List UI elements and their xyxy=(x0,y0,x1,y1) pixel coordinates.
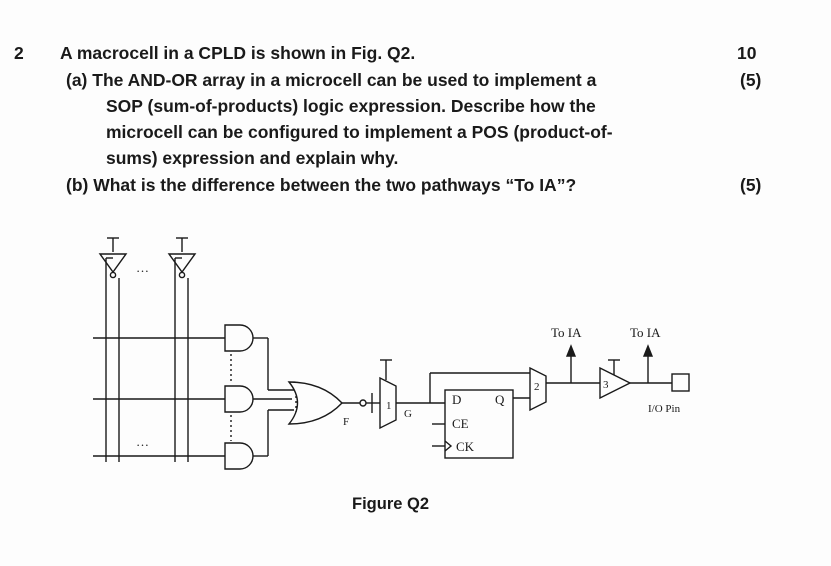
and-gate-3 xyxy=(224,442,254,470)
mux-2 xyxy=(529,366,600,412)
total-marks: 10 xyxy=(737,43,757,63)
output-buffer xyxy=(599,359,672,400)
to-ia-label-1: To IA xyxy=(551,325,582,340)
buffer-label: 3 xyxy=(603,379,609,391)
and-gate-2 xyxy=(224,385,292,413)
or-output-label: F xyxy=(343,416,349,428)
mux-1-label: 1 xyxy=(386,400,392,412)
ff-ck-label: CK xyxy=(456,439,475,454)
ff-ce-label: CE xyxy=(452,416,469,431)
input-lines xyxy=(105,257,189,462)
part-b-text: (b) What is the difference between the t… xyxy=(66,175,577,195)
to-ia-arrow-2 xyxy=(642,344,654,383)
mux-2-label: 2 xyxy=(534,381,540,393)
input-ellipsis: … xyxy=(136,260,149,275)
part-a-line-2: SOP (sum-of-products) logic expression. … xyxy=(106,96,596,116)
figure-caption: Figure Q2 xyxy=(352,495,430,513)
ff-d-label: D xyxy=(452,392,461,407)
or-gate xyxy=(287,381,360,425)
part-a-line-1: (a) The AND-OR array in a microcell can … xyxy=(66,70,597,90)
part-a-line-3: microcell can be configured to implement… xyxy=(106,122,613,142)
part-a-line-4: sums) expression and explain why. xyxy=(106,148,399,168)
to-ia-label-2: To IA xyxy=(630,325,661,340)
question-stem: A macrocell in a CPLD is shown in Fig. Q… xyxy=(60,43,416,63)
gate-label: G xyxy=(404,408,412,420)
question-number: 2 xyxy=(14,43,24,63)
ff-q-label: Q xyxy=(495,392,505,407)
io-pin-label: I/O Pin xyxy=(648,403,681,415)
io-pin-icon xyxy=(671,373,690,392)
flip-flop xyxy=(432,389,514,459)
xor-bubble xyxy=(359,399,367,407)
mux-1 xyxy=(371,359,397,430)
part-b-marks: (5) xyxy=(740,175,762,195)
product-term-lines xyxy=(93,337,225,457)
term-ellipsis: … xyxy=(136,434,149,449)
part-a-marks: (5) xyxy=(740,70,762,90)
to-ia-arrow-1 xyxy=(565,344,577,383)
and-gate-1 xyxy=(224,324,268,352)
